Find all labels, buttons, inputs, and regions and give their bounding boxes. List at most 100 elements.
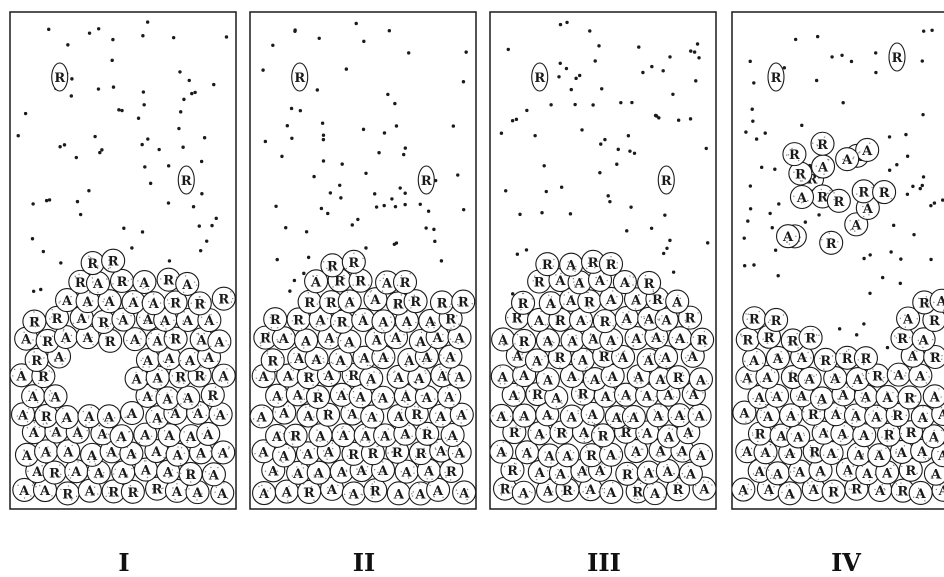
svg-text:R: R (749, 312, 760, 327)
svg-text:A: A (936, 295, 944, 310)
svg-text:R: R (584, 295, 595, 310)
particle-a: A (164, 478, 189, 503)
svg-text:R: R (260, 332, 271, 347)
particle-a: A (747, 384, 772, 409)
dot-mark (748, 184, 753, 188)
svg-text:A: A (185, 430, 197, 445)
dot-mark (290, 136, 294, 140)
particle-a: A (349, 458, 374, 483)
svg-text:R: R (652, 293, 663, 308)
dot-mark (87, 31, 92, 35)
particle-r: R (666, 477, 691, 502)
svg-text:R: R (108, 485, 119, 500)
particle-a: A (119, 400, 145, 426)
particle-a: A (655, 458, 680, 484)
svg-text:A: A (771, 390, 783, 405)
svg-text:A: A (808, 483, 820, 498)
dot-mark (920, 183, 924, 188)
svg-text:A: A (181, 278, 193, 293)
svg-text:A: A (682, 426, 694, 441)
dot-mark (44, 198, 49, 203)
svg-text:A: A (278, 407, 290, 422)
svg-text:A: A (816, 392, 828, 407)
svg-text:A: A (182, 392, 194, 407)
dot-mark (406, 51, 411, 55)
particle-a: A (43, 384, 68, 409)
svg-text:A: A (49, 390, 61, 405)
svg-text:A: A (578, 426, 590, 441)
svg-text:A: A (184, 354, 196, 369)
svg-text:A: A (28, 426, 40, 441)
svg-text:R: R (795, 168, 806, 183)
particle-a: A (304, 269, 329, 294)
svg-text:R: R (304, 486, 315, 501)
particle-a: A (765, 461, 790, 486)
particle-a: A (295, 441, 321, 466)
dot-mark (312, 174, 316, 179)
dot-mark (511, 292, 515, 296)
particle-a: A (524, 348, 550, 373)
particle-a: A (133, 457, 158, 482)
svg-text:R: R (207, 389, 218, 404)
svg-text:A: A (862, 202, 874, 217)
svg-text:R: R (170, 296, 181, 311)
dot-mark (606, 194, 610, 198)
svg-text:A: A (685, 468, 697, 483)
svg-text:R: R (410, 295, 421, 310)
panel-label-ii: II (352, 548, 376, 577)
dot-mark (111, 37, 115, 42)
svg-text:A: A (323, 369, 335, 384)
svg-text:R: R (606, 258, 617, 273)
svg-text:R: R (293, 313, 304, 328)
svg-text:R: R (771, 314, 782, 329)
svg-text:A: A (92, 277, 104, 292)
svg-text:A: A (162, 466, 174, 481)
dot-mark (292, 278, 297, 283)
svg-text:R: R (98, 316, 109, 331)
svg-text:A: A (84, 485, 96, 500)
svg-text:A: A (543, 449, 555, 464)
dot-mark (424, 226, 428, 230)
svg-text:A: A (542, 485, 554, 500)
particle-a: A (64, 459, 89, 484)
svg-text:A: A (796, 191, 808, 206)
svg-text:A: A (542, 334, 554, 349)
svg-text:A: A (794, 466, 806, 481)
dot-mark (321, 137, 326, 142)
svg-text:A: A (792, 430, 804, 445)
svg-text:A: A (152, 372, 164, 387)
svg-text:A: A (671, 296, 683, 311)
svg-text:A: A (82, 331, 94, 346)
svg-text:A: A (21, 449, 33, 464)
dot-mark (302, 271, 306, 276)
dot-mark (899, 257, 903, 261)
dot-mark (120, 108, 124, 113)
particle-a: A (85, 271, 111, 296)
dot-mark (742, 236, 746, 240)
svg-text:R: R (31, 354, 42, 369)
svg-text:R: R (185, 468, 196, 483)
svg-text:A: A (281, 486, 293, 501)
svg-text:A: A (741, 372, 753, 387)
svg-text:R: R (742, 333, 753, 348)
particle-a: A (922, 384, 944, 409)
svg-text:A: A (619, 276, 631, 291)
svg-text:A: A (302, 410, 314, 425)
svg-text:R: R (556, 427, 567, 442)
particle-a: A (119, 441, 144, 466)
svg-text:A: A (662, 465, 674, 480)
dot-mark (568, 212, 573, 216)
svg-text:R: R (108, 255, 119, 270)
dot-mark (773, 167, 777, 171)
svg-text:R: R (62, 487, 73, 502)
svg-text:A: A (421, 391, 433, 406)
particle-a: A (755, 364, 780, 390)
dot-mark (671, 92, 675, 96)
svg-text:A: A (310, 275, 322, 290)
dot-mark (895, 163, 899, 167)
dot-mark (451, 124, 456, 128)
dot-mark (518, 212, 522, 217)
particle-a: A (408, 481, 433, 506)
dot-mark (676, 118, 681, 122)
particle-r: R (35, 328, 60, 353)
